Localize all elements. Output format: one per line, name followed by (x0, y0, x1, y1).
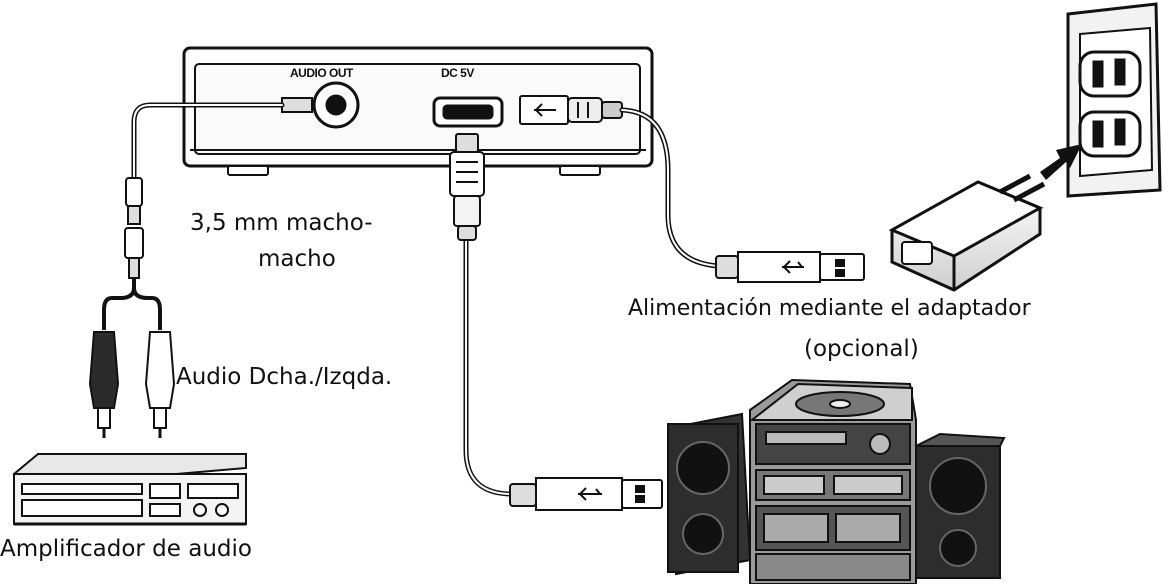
rca-plug-icon (144, 331, 176, 438)
main-device (182, 46, 654, 176)
audio-out-label: AUDIO OUT (290, 66, 354, 80)
usb-plug-icon (509, 477, 663, 511)
adapter-power-label-line-2: (opcional) (804, 336, 919, 362)
adapter-power-label-line-1: Alimentación mediante el adaptador (628, 296, 1031, 321)
rca-plug-icon (88, 331, 120, 438)
audio-lr-label: Audio Dcha./Izqda. (176, 364, 393, 390)
usb-plug-icon (715, 251, 865, 283)
stereo-system-icon (667, 378, 1006, 585)
usb-plug-icon (519, 95, 623, 125)
amplifier-icon (13, 453, 247, 526)
dc-5v-label: DC 5V (441, 66, 474, 80)
usb-plug-icon (449, 133, 485, 241)
arrow-icon (1040, 144, 1082, 180)
usb-port-icon (432, 96, 504, 128)
rca-split-cable (102, 278, 162, 330)
cable-label-line-1: 3,5 mm macho- (190, 210, 373, 236)
cables (131, 102, 721, 497)
audio-plug-icon (124, 177, 144, 279)
amplifier-label: Amplificador de audio (0, 536, 252, 562)
power-adapter-icon (888, 173, 1046, 292)
cable-label-line-2: macho (258, 246, 336, 272)
wall-outlet-icon (1066, 2, 1162, 198)
audio-jack-icon (281, 81, 360, 129)
